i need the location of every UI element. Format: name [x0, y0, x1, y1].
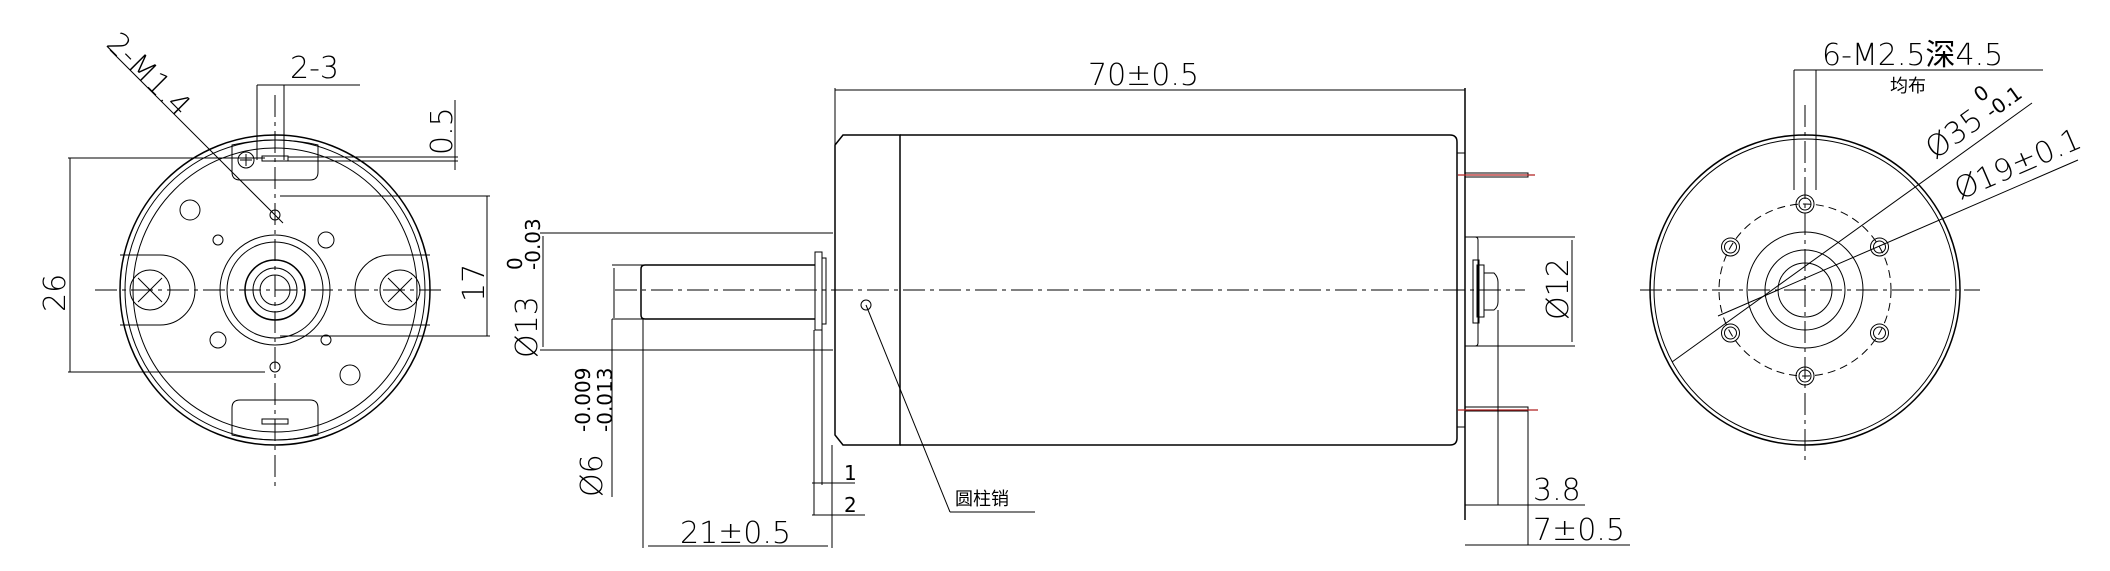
- vent-hole: [317, 231, 335, 249]
- mount-hole: [1795, 194, 1815, 214]
- front-boss-seat: [821, 257, 827, 325]
- rear-boss: [1465, 236, 1479, 347]
- label-shaft-length: 21±0.5: [680, 516, 791, 551]
- label-terminal-span: 26: [38, 274, 73, 312]
- label-shaft-diameter: Ø6: [575, 454, 610, 497]
- left-end-cap-edge: [132, 147, 418, 433]
- rear-shaft-end: [1484, 272, 1499, 311]
- label-screw-thread: 2-M1.4: [99, 26, 197, 124]
- left-end-view: 2-M1.4 2-3 0.5 26 17: [38, 26, 492, 490]
- screw-hole-top: [269, 209, 281, 221]
- left-terminal-bottom: [231, 399, 319, 441]
- front-boss-washer: [814, 251, 823, 331]
- mount-hole: [1870, 237, 1889, 257]
- right-boss-outer: [1746, 231, 1864, 349]
- mount-holes: [1721, 194, 1889, 386]
- label-pin-callout: 圆柱销: [955, 489, 1009, 510]
- vent-hole: [179, 199, 201, 221]
- left-bearing-boss-inner: [226, 241, 324, 339]
- terminal-screw-icon: [237, 151, 255, 169]
- pcd-leader: [1717, 159, 2079, 317]
- label-terminal-spec: 2-3: [290, 51, 339, 86]
- terminal-bottom: [1464, 406, 1529, 412]
- label-rear-boss-diameter: Ø12: [1541, 258, 1576, 320]
- left-bushing-outer: [244, 259, 306, 321]
- label-terminal-thickness: 0.5: [425, 107, 460, 155]
- left-lug-left: [120, 254, 196, 326]
- motor-can: [900, 134, 1458, 446]
- left-terminal-top: [231, 139, 319, 181]
- mount-hole: [1870, 323, 1889, 343]
- label-body-length: 70±0.5: [1088, 58, 1199, 93]
- mount-hole: [1721, 237, 1740, 257]
- lug-screw-head: [129, 269, 171, 311]
- left-bushing-mid: [252, 267, 298, 313]
- vent-hole: [339, 364, 361, 386]
- right-boss-mid: [1764, 249, 1846, 331]
- label-flange-dim-2: 2: [844, 493, 857, 517]
- side-view: 圆柱销 Ø12 70±0.5 Ø13 0 -0.03 Ø6 -0.009 -0.…: [503, 58, 1630, 551]
- m14-leader-line: [109, 49, 284, 224]
- right-outer-housing: [1649, 134, 1961, 446]
- screw-hole-bottom: [269, 361, 281, 373]
- label-hole-spacing: 17: [457, 264, 492, 302]
- label-outer-diameter: Ø35: [1919, 102, 1990, 166]
- label-outer-tol-lower: -0.1: [1981, 81, 2027, 123]
- label-mount-holes-note: 均布: [1890, 76, 1926, 97]
- mount-hole: [1795, 366, 1815, 386]
- left-outer-housing: [119, 134, 431, 446]
- label-shaft-tol-upper: -0.009: [571, 368, 595, 432]
- label-boss-diameter: Ø13: [510, 296, 545, 358]
- label-terminal-offset: 3.8: [1533, 473, 1581, 508]
- label-terminal-length: 7±0.5: [1533, 513, 1625, 548]
- label-boss-tol-upper: 0: [503, 257, 527, 270]
- output-shaft: [640, 264, 815, 320]
- vent-hole: [209, 331, 227, 349]
- lug-screw-head: [379, 269, 421, 311]
- vent-hole: [212, 234, 224, 246]
- left-shaft-end: [259, 274, 291, 306]
- label-shaft-tol-lower: -0.013: [593, 368, 617, 432]
- mount-hole: [1721, 323, 1740, 343]
- label-flange-dim-1: 1: [844, 461, 857, 485]
- rear-bearing-seat: [1472, 259, 1480, 324]
- mount-hole-pcd: [1718, 203, 1892, 377]
- outer-diameter-leader: [1671, 102, 2033, 363]
- right-outer-housing-inner: [1653, 138, 1957, 442]
- right-end-view: 6-M2.5深4.5 均布 Ø35 0 -0.1 Ø19±0.1: [1640, 38, 2087, 465]
- rear-bearing: [1476, 264, 1485, 318]
- left-lug-right: [354, 254, 430, 326]
- locating-pin: [860, 299, 872, 311]
- label-mount-holes: 6-M2.5深4.5: [1822, 38, 2003, 73]
- label-boss-tol-lower: -0.03: [521, 218, 545, 270]
- vent-hole: [320, 334, 332, 346]
- pin-leader-line: [865, 304, 951, 513]
- left-bearing-boss-outer: [219, 234, 331, 346]
